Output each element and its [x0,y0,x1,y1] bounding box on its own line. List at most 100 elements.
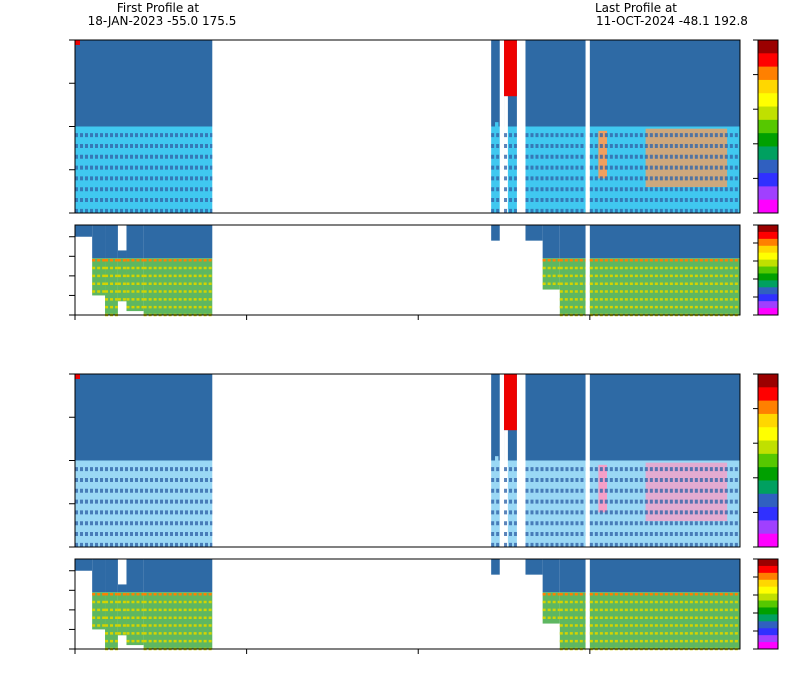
colorbar-swatch [758,106,778,121]
colorbar-swatch [758,480,778,495]
anomaly-patch [598,464,607,513]
colorbar-swatch [758,266,778,274]
colorbar-swatch [758,308,778,316]
colorbar-swatch [758,186,778,201]
profile-block-upper [525,40,586,127]
profile-block-lower [117,584,127,593]
surface-marker [75,374,80,379]
colorbar-swatch [758,252,778,261]
colorbar-swatch [758,259,778,268]
colorbar-swatch [758,301,778,309]
profile-block-lower [126,225,144,259]
colorbar-swatch [758,119,778,134]
colorbar-swatch [758,133,778,147]
last-profile-title: Last Profile at [595,1,677,15]
colorbar-swatch [758,400,778,415]
profile-block-lower [589,225,740,259]
colorbar-swatch [758,493,778,508]
colorbar-swatch [758,586,778,595]
profile-block-lower [491,559,500,575]
colorbar-swatch [758,146,778,161]
colorbar-frame [757,558,779,650]
colorbar-swatch [758,413,778,428]
gap [504,96,508,213]
colorbar-swatch [758,231,778,240]
colorbar-swatch [758,225,778,233]
profile-block-lower [542,559,560,593]
anomaly-field [126,592,144,646]
colorbar-swatch [758,607,778,615]
colorbar-swatch [758,294,778,302]
surface-marker [75,40,80,45]
salinity-panel [69,39,779,320]
colorbar-swatch [758,507,778,521]
colorbar-swatch [758,287,778,295]
colorbar-swatch [758,453,778,468]
colorbar-swatch [758,642,778,650]
profile-block-lower [105,225,118,259]
profile-block-lower [92,559,106,593]
last-profile-info: 11-OCT-2024 -48.1 192.8 [596,14,748,28]
colorbar-swatch [758,440,778,455]
colorbar-swatch [758,159,778,174]
colorbar-swatch [758,374,778,388]
lower-frame [74,224,741,316]
profile-block-upper [525,374,586,461]
profile-block-upper [491,374,500,461]
surface-marker [504,40,517,97]
colorbar-swatch [758,173,778,187]
first-profile-info: 18-JAN-2023 -55.0 175.5 [88,14,237,28]
profile-block-lower [559,225,586,259]
colorbar-swatch [758,614,778,622]
colorbar-swatch [758,565,778,574]
anomaly-patch [598,130,607,179]
colorbar-swatch [758,628,778,636]
anomaly-field [117,258,127,302]
colorbar-frame [757,39,779,214]
profile-block-lower [491,225,500,241]
profile-block-lower [143,225,213,259]
lower-frame [74,558,741,650]
colorbar-swatch [758,520,778,535]
anomaly-field [542,258,560,290]
anomaly-field [105,592,118,649]
colorbar-frame [757,224,779,316]
profile-block-lower [75,559,93,571]
profile-block-upper [589,40,740,127]
profile-block-lower [525,225,543,241]
profile-block-lower [143,559,213,593]
profile-block-upper [491,40,500,127]
profile-block-lower [105,559,118,593]
profile-block-lower [75,225,93,237]
colorbar-swatch [758,533,778,548]
colorbar-swatch [758,387,778,402]
profile-block-lower [117,250,127,259]
profile-block-upper [75,374,213,461]
anomaly-field [105,258,118,315]
anomaly-field [542,592,560,624]
profile-block-upper [75,40,213,127]
colorbar-swatch [758,273,778,281]
colorbar-swatch [758,427,778,442]
anomaly-field [117,592,127,636]
profile-block-lower [589,559,740,593]
colorbar-swatch [758,238,778,247]
thin-profile [495,456,499,542]
surface-marker [504,374,517,431]
colorbar-swatch [758,467,778,481]
temperature-panel [69,373,779,654]
colorbar-swatch [758,593,778,602]
gap [504,430,508,547]
profile-block-lower [126,559,144,593]
colorbar-swatch [758,199,778,214]
colorbar-swatch [758,66,778,81]
colorbar-swatch [758,93,778,108]
colorbar-swatch [758,600,778,608]
colorbar-swatch [758,572,778,581]
colorbar-swatch [758,53,778,68]
colorbar-frame [757,373,779,548]
colorbar-swatch [758,635,778,643]
anomaly-field [126,258,144,312]
colorbar-swatch [758,579,778,588]
